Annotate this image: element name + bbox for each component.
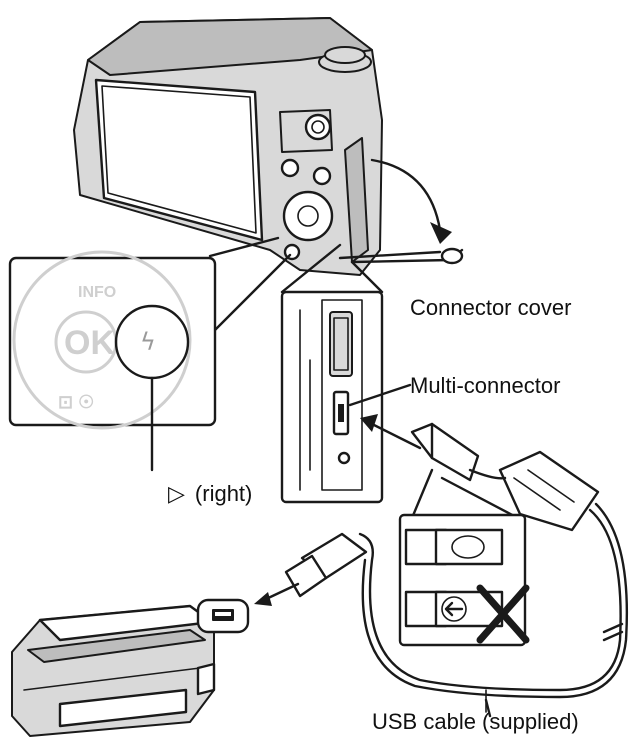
plug-arrow <box>360 414 422 450</box>
zoom-bottom-icons: ⊡ ☉ <box>58 392 94 412</box>
lcd-screen <box>94 78 264 242</box>
right-triangle-icon: ▷ <box>168 481 185 506</box>
plug-orientation-inset <box>398 468 530 647</box>
zoom-info-label: INFO <box>78 284 116 301</box>
control-dial <box>282 190 334 242</box>
connector-cover-label: Connector cover <box>410 295 572 320</box>
printer <box>11 604 216 737</box>
usb-cable <box>284 422 629 718</box>
zoom-ok-label: OK <box>64 324 115 362</box>
usb-port-icon <box>196 598 250 634</box>
multi-connector-label: Multi-connector <box>410 373 561 398</box>
connector-panel-inset <box>280 243 412 504</box>
dial-zoom-inset: OK INFO ⊡ ☉ ϟ <box>8 236 292 472</box>
camera <box>73 17 464 276</box>
usb-insert-arrow <box>254 582 300 606</box>
right-button-label: ▷ (right) <box>168 483 252 505</box>
flash-icon: ϟ <box>140 328 156 356</box>
open-cover-arrow <box>370 158 452 244</box>
usb-cable-label: USB cable (supplied) <box>372 709 579 734</box>
right-button-text: (right) <box>194 481 253 506</box>
